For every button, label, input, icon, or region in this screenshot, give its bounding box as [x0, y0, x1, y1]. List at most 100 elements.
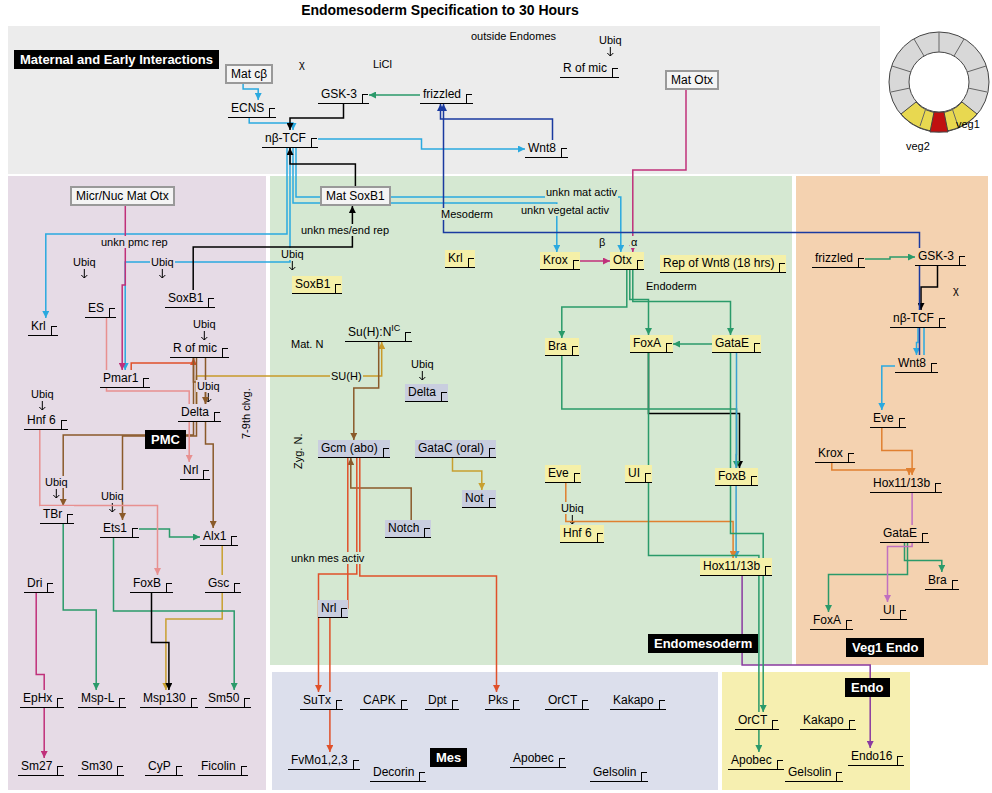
- gene-box: Nrl: [180, 462, 210, 480]
- gene-box: frizzled: [812, 250, 865, 268]
- gene-name: GataE: [883, 526, 917, 540]
- gene-box: Hnf 6: [560, 525, 604, 543]
- gene-name: Gelsolin: [788, 765, 831, 779]
- gene-name: Bra: [928, 573, 947, 587]
- gene-box: Bra: [925, 572, 959, 590]
- gene-name: Eve: [873, 411, 894, 425]
- annotation-label: χ: [952, 284, 960, 296]
- gene-name: Ets1: [103, 521, 127, 535]
- regulatory-connector: [318, 139, 525, 149]
- gene-box: ES: [85, 300, 116, 318]
- gene-box: FoxB: [715, 468, 758, 486]
- gene-name: nβ-TCF: [893, 311, 934, 325]
- regulatory-connector: [444, 104, 920, 355]
- gene-box: Krl: [445, 250, 475, 268]
- regulatory-connector: [882, 428, 912, 475]
- gene-name: FoxA: [633, 336, 661, 350]
- gene-name: Not: [465, 491, 484, 505]
- gene-name: Hox11/13b: [703, 559, 760, 573]
- gene-name: EpHx: [23, 691, 52, 705]
- gene-name: Rep of Wnt8 (18 hrs): [663, 256, 774, 270]
- annotation-label: veg1: [955, 118, 981, 130]
- gene-box: Apobec: [728, 752, 784, 770]
- gene-name: GataE: [715, 336, 749, 350]
- regulatory-connector: [152, 593, 169, 690]
- gene-name: Krox: [818, 446, 843, 460]
- gene-box: Endo16: [848, 748, 904, 766]
- gene-box: Dpt: [425, 692, 459, 710]
- gene-name: GSK-3: [918, 249, 954, 263]
- gene-box: Hox11/13b: [870, 475, 942, 493]
- gene-box: Dri: [24, 575, 54, 593]
- gene-box: Msp130: [140, 690, 198, 708]
- gene-box: Sm30: [78, 758, 124, 776]
- ubiquitous-input-arrow: [201, 331, 207, 340]
- regulatory-connector: [735, 353, 737, 558]
- gene-name: Gsc: [208, 576, 229, 590]
- gene-name: Kakapo: [613, 693, 654, 707]
- gene-box: GSK-3: [318, 86, 369, 104]
- gene-name: Dpt: [428, 693, 447, 707]
- gene-name: Krl: [31, 319, 46, 333]
- regulatory-connector: [206, 358, 214, 528]
- gene-name: CAPK: [363, 693, 396, 707]
- region-heading: Endo: [845, 678, 890, 697]
- annotation-label: Ubiq: [192, 318, 217, 330]
- superscript-text: IC: [391, 323, 400, 333]
- annotation-label: Mat. N: [290, 338, 324, 350]
- gene-name: frizzled: [423, 87, 461, 101]
- annotation-label: β: [598, 236, 606, 248]
- gene-name: Gcm (abo): [321, 441, 378, 455]
- gene-box: Hox11/13b: [700, 558, 772, 576]
- ubiquitous-input-arrow: [419, 371, 425, 380]
- gene-box: Rep of Wnt8 (18 hrs): [660, 255, 786, 273]
- gene-name: Micr/Nuc Mat Otx: [76, 189, 169, 203]
- regulatory-connector: [36, 593, 44, 758]
- gene-name: Delta: [181, 405, 209, 419]
- gene-box: Su(H):NIC: [345, 322, 412, 342]
- regulatory-connector: [360, 458, 497, 692]
- gene-box: Pks: [485, 692, 520, 710]
- gene-name: FoxB: [133, 576, 161, 590]
- gene-box: Krl: [28, 318, 58, 336]
- ubiquitous-input-arrow: [607, 47, 613, 56]
- gene-name: TBr: [43, 507, 62, 521]
- gene-name: SoxB1: [168, 291, 203, 305]
- regulatory-connector: [166, 546, 222, 690]
- gene-name: CyP: [148, 759, 171, 773]
- gene-name: R of mic: [563, 61, 607, 75]
- gene-name: ES: [88, 301, 104, 315]
- regulatory-connector: [633, 90, 686, 252]
- gene-box: Delta: [178, 404, 221, 422]
- maternal-factor-box: Mat Otx: [665, 70, 719, 90]
- ubiquitous-input-arrow: [569, 515, 575, 524]
- gene-name: Eve: [548, 466, 569, 480]
- gene-name: Nrl: [321, 601, 336, 615]
- gene-name: Hnf 6: [563, 526, 592, 540]
- regulatory-connector: [888, 493, 913, 602]
- gene-box: Alx1: [200, 528, 238, 546]
- annotation-label: 7-9th clvg.: [240, 387, 252, 440]
- gene-box: Pmar1: [100, 370, 150, 388]
- regulatory-connector: [125, 148, 290, 370]
- annotation-label: unkn mes activ: [290, 552, 365, 564]
- gene-name: Hnf 6: [27, 413, 56, 427]
- regulatory-connector: [114, 538, 235, 690]
- gene-box: Sm27: [18, 758, 64, 776]
- regulatory-connector: [354, 342, 379, 440]
- regulatory-connector: [917, 328, 919, 355]
- annotation-label: Ubiq: [196, 380, 221, 392]
- annotation-label: Ubiq: [410, 358, 435, 370]
- annotation-label: Ubiq: [280, 248, 305, 260]
- gene-name: Sm50: [208, 691, 239, 705]
- region-ground: [272, 672, 718, 790]
- gene-box: Krox: [815, 445, 855, 463]
- gene-box: Wnt8: [895, 355, 938, 373]
- regulatory-connector: [290, 148, 355, 186]
- annotation-label: LiCl: [372, 58, 393, 70]
- gene-box: UI: [880, 602, 907, 620]
- annotation-label: χ: [298, 58, 306, 70]
- gene-name: OrCT: [548, 693, 577, 707]
- gene-name: Wnt8: [898, 356, 926, 370]
